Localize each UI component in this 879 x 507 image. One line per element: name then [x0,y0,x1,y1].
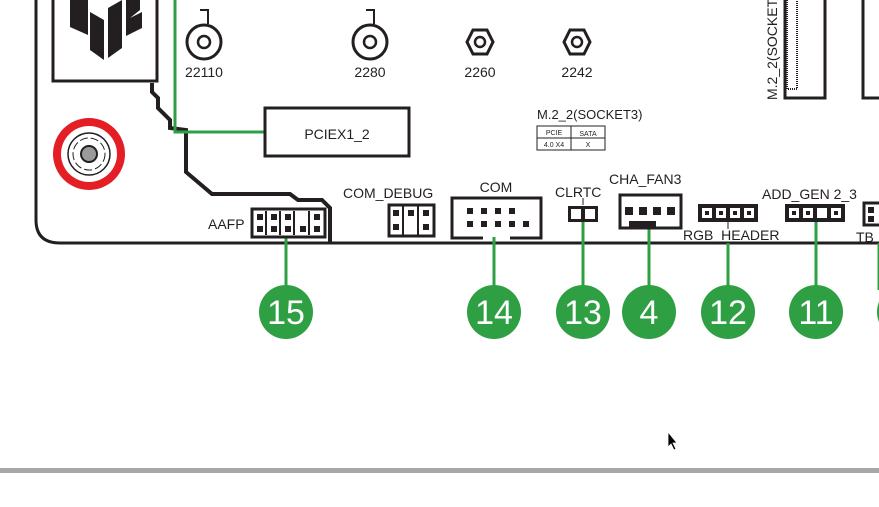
callout-number: 12 [709,294,747,332]
standoff-2280-icon [351,9,389,61]
m2-table-header-pcie: PCIE [546,130,563,137]
m2-table-header-sata: SATA [579,131,597,138]
trace-line [150,83,332,242]
pciex1-leader [173,0,265,134]
com-debug-label: COM_DEBUG [343,185,433,201]
clrtc-label: CLRTC [555,184,601,200]
standoff-label-2260: 2260 [464,64,495,80]
aafp-label: AAFP [208,216,245,232]
m2-info-table [536,125,606,151]
rgb-header-label: RGB_HEADER [683,227,779,243]
clrtc-header [568,206,598,222]
callout-13: 13 [556,285,610,339]
callout-15: 15 [259,285,313,339]
callout-number: 11 [798,294,833,332]
tb-header [862,201,879,227]
add-gen-header [785,204,845,222]
aafp-header [250,207,327,239]
callout-number: 13 [564,294,602,332]
board-outline [34,0,879,245]
pciex1-2-slot [263,106,411,158]
callout-number: 14 [475,294,513,332]
callout-12: 12 [701,285,755,339]
cha-fan3-label: CHA_FAN3 [609,171,682,187]
callout-14: 14 [467,285,521,339]
add-gen-label: ADD_GEN 2_3 [762,186,857,202]
standoff-label-2242: 2242 [561,64,592,80]
standoff-2242-icon [562,28,592,56]
page-separator [0,468,879,473]
screw-hole-icon [53,118,125,190]
com-debug-header [387,203,436,238]
com-header [450,196,543,240]
callout-leaders [284,222,879,290]
rgb-header [698,204,758,222]
standoff-2260-icon [465,28,495,56]
com-label: COM [480,179,513,195]
callout-11: 11 [789,285,843,339]
mouse-cursor-icon [667,430,678,451]
callout-4: 4 [622,285,676,339]
m2-table-value-sata: X [586,142,591,149]
cha-fan3-header [618,193,683,230]
callout-number: 4 [640,294,659,332]
callout-number: 15 [267,294,305,332]
standoff-22110-icon [185,9,223,61]
tb-label: TB [856,229,874,245]
tuf-logo [51,0,159,83]
pciex1-2-label: PCIEX1_2 [304,126,370,142]
standoff-label-2280: 2280 [354,64,385,80]
standoff-label-22110: 22110 [185,64,223,80]
m2-table-value-pcie: 4.0 X4 [544,142,564,149]
m2-info-title: M.2_2(SOCKET3) [537,107,642,122]
m2-socket [783,0,879,100]
m2-socket-vertical-label: M.2_2(SOCKET [764,0,780,100]
